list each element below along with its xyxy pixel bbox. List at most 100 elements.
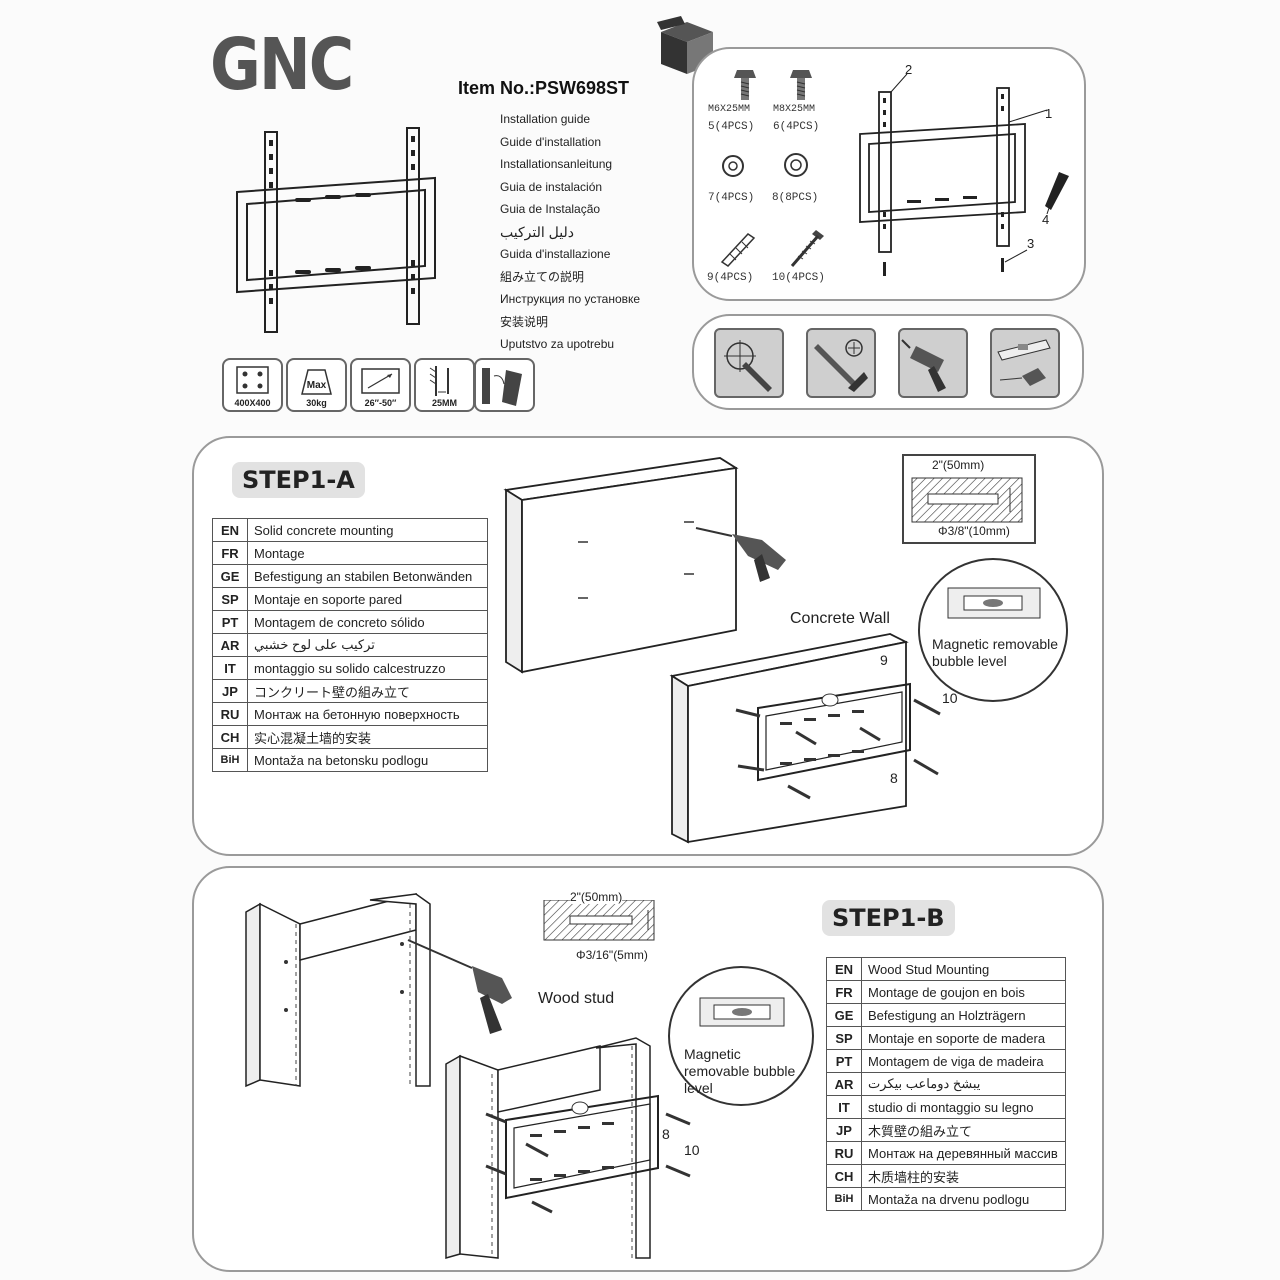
item-number: Item No.:PSW698ST	[458, 78, 630, 98]
pencil-mark-icon	[724, 340, 772, 392]
bubble-level-icon	[699, 997, 785, 1027]
drill-diameter-label-b: Φ3/16"(5mm)	[576, 948, 648, 962]
concrete-wall-label: Concrete Wall	[790, 610, 890, 627]
wood-wall-bracket	[445, 1037, 691, 1259]
lang-text: Wood Stud Mounting	[861, 957, 1066, 981]
lang-text: 木質壁の組み立て	[861, 1118, 1066, 1142]
lang-text: 实心混凝土墙的安装	[247, 725, 488, 749]
installation-guide-titles: Installation guide Guide d'installation …	[500, 108, 670, 356]
lang-text: Befestigung an Holzträgern	[861, 1003, 1066, 1027]
bolt-icon	[790, 70, 812, 100]
spec-wall-distance: 25MM	[414, 358, 475, 412]
part-9-qty: 9(4PCS)	[707, 272, 754, 284]
spec-screen-size-label: 26″-50″	[364, 398, 397, 408]
spec-vesa: 400X400	[222, 358, 283, 412]
lang-code: BiH	[826, 1187, 862, 1211]
callout-3: 3	[1027, 236, 1035, 251]
washer-icon	[784, 153, 808, 177]
tool-pencil	[714, 328, 784, 398]
lang-code: JP	[826, 1118, 862, 1142]
lang-code: FR	[212, 541, 248, 565]
bubble-level-label-b: Magnetic removable bubble level	[684, 1046, 796, 1096]
wall-mount-illustration	[236, 127, 436, 333]
lang-code: PT	[826, 1049, 862, 1073]
wrench-screwdriver-icon	[814, 339, 868, 392]
lang-text: يبشخ دوماعب بيكرت	[861, 1072, 1066, 1096]
lang-text: Montagem de viga de madeira	[861, 1049, 1066, 1073]
spec-tilt	[474, 358, 535, 412]
callout-10-a: 10	[942, 690, 958, 706]
max-badge: Max	[307, 380, 327, 391]
bubble-level-label-a: Magnetic removable bubble level	[932, 636, 1059, 669]
bubble-level-magnifier-a: Magnetic removable bubble level	[918, 558, 1068, 702]
guide-title-pt: Guia de Instalação	[500, 202, 601, 216]
guide-title-ch: 安装说明	[500, 314, 549, 329]
lang-code: EN	[212, 518, 248, 542]
concrete-block-drilling	[503, 457, 786, 674]
spec-wall-distance-label: 25MM	[431, 398, 457, 408]
lang-code: FR	[826, 980, 862, 1004]
part-6-qty: 6(4PCS)	[773, 121, 820, 133]
spacer-icon	[722, 155, 744, 177]
part-6-size: M8X25MM	[773, 104, 816, 115]
lang-text: Montaža na betonsku podlogu	[247, 748, 488, 772]
callout-10-b: 10	[684, 1142, 700, 1158]
max-weight-icon: Max	[301, 369, 332, 395]
anchor-icon	[720, 233, 756, 267]
lang-text: コンクリート壁の組み立て	[247, 679, 488, 703]
guide-title-it: Guida d'installazione	[500, 247, 611, 261]
lang-code: PT	[212, 610, 248, 634]
spec-vesa-label: 400X400	[234, 398, 271, 408]
guide-title-fr: Guide d'installation	[500, 134, 602, 149]
step1a-title: STEP1-A	[232, 462, 365, 498]
screen-size-icon	[361, 368, 400, 394]
brand-logo: GNC	[210, 22, 354, 107]
part-5-qty: 5(4PCS)	[708, 121, 755, 133]
callout-8-b: 8	[662, 1126, 670, 1142]
lang-code: SP	[212, 587, 248, 611]
drill-hole-diagram	[543, 900, 655, 941]
spec-max-weight: Max 30kg	[286, 358, 347, 412]
drill-depth-detail-a: 2"(50mm) Φ3/8"(10mm)	[902, 454, 1036, 544]
bubble-level-magnifier-b: Magnetic removable bubble level	[668, 966, 814, 1106]
bolt-icon	[734, 70, 756, 100]
callout-1: 1	[1045, 106, 1053, 121]
callout-2: 2	[905, 62, 913, 77]
tool-level-tape	[990, 328, 1060, 398]
guide-title-bih: Uputstvo za upotrebu	[500, 337, 615, 351]
lang-text: تركيب على لوح خشبي	[247, 633, 488, 657]
spec-max-weight-label: 30kg	[306, 398, 327, 408]
lang-code: IT	[826, 1095, 862, 1119]
lang-code: AR	[212, 633, 248, 657]
part-7-qty: 7(4PCS)	[708, 192, 755, 204]
lang-code: JP	[212, 679, 248, 703]
guide-title-en: Installation guide	[500, 112, 591, 126]
lang-code: AR	[826, 1072, 862, 1096]
part-8-qty: 8(8PCS)	[772, 192, 819, 204]
guide-title-jp: 組み立ての説明	[500, 269, 585, 284]
guide-title-ge: Installationsanleitung	[500, 157, 613, 171]
tool-drill	[898, 328, 968, 398]
lang-code: EN	[826, 957, 862, 981]
drill-diameter-label-a: Φ3/8"(10mm)	[938, 524, 1010, 538]
lang-code: CH	[826, 1164, 862, 1188]
lang-text: Montage de goujon en bois	[861, 980, 1066, 1004]
lang-text: Solid concrete mounting	[247, 518, 488, 542]
spec-screen-size: 26″-50″	[350, 358, 411, 412]
bubble-level-icon	[947, 587, 1041, 619]
lang-text: 木质墙柱的安装	[861, 1164, 1066, 1188]
lang-text: Montagem de concreto sólido	[247, 610, 488, 634]
